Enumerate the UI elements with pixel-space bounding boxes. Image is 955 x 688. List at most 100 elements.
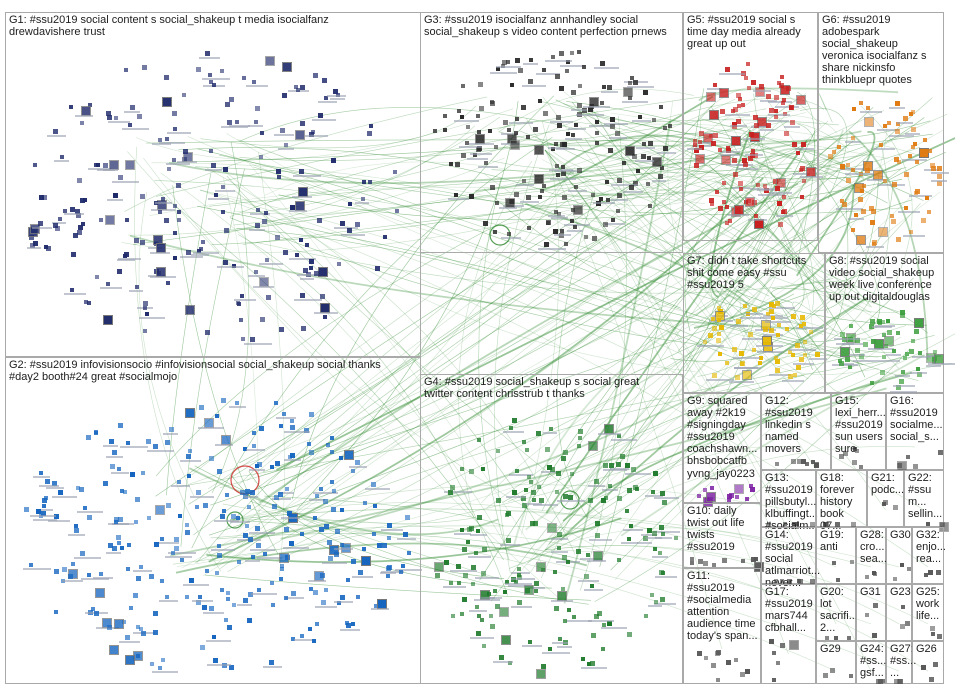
network-node <box>608 148 614 154</box>
network-node <box>734 374 740 380</box>
node-label-bar <box>644 495 663 497</box>
group-g19: G19: anti <box>816 527 856 584</box>
network-node <box>289 541 295 547</box>
network-node <box>569 472 574 477</box>
edge <box>302 131 715 478</box>
network-node <box>140 630 146 636</box>
network-node <box>694 153 705 164</box>
node-label-bar <box>327 94 346 97</box>
network-node <box>444 560 449 566</box>
network-node <box>595 120 600 125</box>
network-node <box>588 497 594 503</box>
network-node <box>454 193 459 198</box>
network-node <box>630 467 636 473</box>
group-g20: G20: lot sacrifi... 2... <box>816 584 858 641</box>
network-node <box>733 658 738 662</box>
network-node <box>559 141 565 147</box>
network-node <box>217 553 223 559</box>
network-node <box>404 515 410 521</box>
network-node <box>632 181 638 187</box>
network-node <box>533 173 544 184</box>
edge <box>168 162 575 185</box>
network-node <box>255 106 260 112</box>
edge <box>178 335 935 487</box>
network-node <box>137 114 143 120</box>
network-node <box>911 338 916 343</box>
node-label-bar <box>706 87 722 90</box>
network-node <box>893 156 899 162</box>
network-node <box>266 295 272 301</box>
node-label-bar <box>234 299 257 302</box>
node-label-bar <box>912 356 931 358</box>
network-node <box>244 488 250 494</box>
network-node <box>896 122 900 127</box>
node-label-bar <box>563 224 590 226</box>
network-node <box>125 634 131 640</box>
network-node <box>174 545 180 551</box>
node-label-bar <box>364 487 390 490</box>
network-node <box>732 171 738 177</box>
edge <box>264 495 505 527</box>
node-label-bar <box>601 489 618 492</box>
network-node <box>479 617 484 622</box>
edge <box>292 95 555 500</box>
network-node <box>197 248 201 253</box>
edge <box>525 129 844 531</box>
node-label-bar <box>767 120 789 123</box>
edge <box>223 125 476 235</box>
network-node <box>486 591 491 596</box>
node-label-bar <box>720 151 741 154</box>
network-node <box>774 368 780 373</box>
network-node <box>385 573 390 578</box>
network-node <box>351 558 357 564</box>
edge <box>216 533 591 563</box>
network-node <box>505 511 511 516</box>
network-node <box>722 181 727 186</box>
edge <box>684 167 774 332</box>
node-label-bar <box>283 547 310 550</box>
network-node <box>489 184 495 190</box>
network-node <box>898 379 904 385</box>
network-node <box>850 135 855 140</box>
network-node <box>890 214 895 219</box>
network-node <box>354 459 360 465</box>
network-node <box>538 195 543 200</box>
network-node <box>566 607 571 612</box>
node-label-bar <box>554 234 572 237</box>
network-node <box>117 269 123 274</box>
network-node <box>658 525 664 531</box>
edge <box>258 151 285 577</box>
edge <box>195 166 770 297</box>
network-node <box>113 193 119 199</box>
network-node <box>239 490 245 496</box>
edge <box>206 517 622 564</box>
node-label-bar <box>99 287 122 290</box>
network-node <box>849 323 854 328</box>
node-label-bar <box>571 108 588 111</box>
node-label-bar <box>348 465 367 468</box>
network-node <box>164 218 170 224</box>
node-label-bar <box>468 142 494 145</box>
node-label-bar <box>538 248 567 251</box>
network-node <box>845 178 851 184</box>
network-node <box>124 654 135 665</box>
node-label-bar <box>696 344 724 347</box>
edge <box>701 118 924 201</box>
network-node <box>522 440 527 445</box>
network-node <box>711 325 717 331</box>
edge <box>541 95 714 191</box>
network-node <box>762 326 768 332</box>
network-node <box>790 119 796 125</box>
node-label-bar <box>746 313 764 316</box>
node-label-bar <box>170 485 190 488</box>
network-node <box>523 488 528 493</box>
node-label-bar <box>522 644 543 647</box>
node-label-bar <box>528 587 545 590</box>
network-node <box>164 440 170 446</box>
network-node <box>737 104 742 109</box>
network-node <box>79 120 84 125</box>
network-node <box>829 668 835 674</box>
network-node <box>703 560 709 566</box>
network-node <box>779 579 784 583</box>
network-node <box>479 106 484 112</box>
